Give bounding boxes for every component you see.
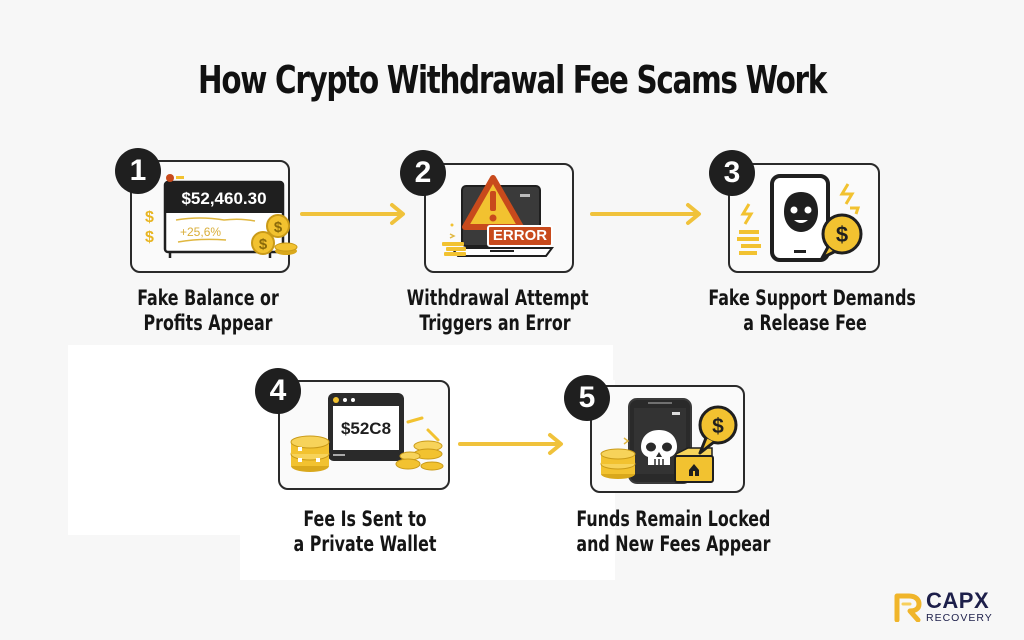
step-5-label: Funds Remain Locked and New Fees Appear <box>576 507 771 556</box>
step-2-number-badge: 2 <box>400 150 446 196</box>
balance-value: $52,460.30 <box>181 189 266 208</box>
arrow-right-icon <box>300 203 405 225</box>
step-3-number-badge: 3 <box>709 150 755 196</box>
dollar-sign-icon: $$ <box>145 209 154 246</box>
arrow-right-icon <box>590 203 701 225</box>
logo-subtitle: RECOVERY <box>926 612 993 624</box>
coin-stack-icon <box>290 435 330 472</box>
step-4-number-badge: 4 <box>255 368 301 414</box>
error-badge: ERROR <box>487 225 553 247</box>
profit-change: +25,6% <box>180 225 221 239</box>
step-2-label: Withdrawal Attempt Triggers an Error <box>406 286 589 335</box>
logo-name: CAPX <box>926 588 990 613</box>
monitor-icon: $52,460.30 +25,6% <box>163 174 285 258</box>
support-face-icon <box>784 192 818 232</box>
coin-stack-icon <box>600 437 636 479</box>
skull-icon <box>641 430 677 465</box>
svg-text:$: $ <box>259 236 268 253</box>
dollar-speech-bubble-icon: $ <box>820 213 863 260</box>
capx-r-logo-icon <box>894 593 922 622</box>
coin-stack-icon: $ $ <box>251 214 298 255</box>
lightning-icon <box>737 203 761 255</box>
page-title: How Crypto Withdrawal Fee Scams Work <box>198 58 827 102</box>
warning-icon <box>462 175 524 230</box>
svg-text:$: $ <box>712 415 724 438</box>
coin-stack-icon <box>442 223 466 256</box>
svg-text:$: $ <box>274 219 283 236</box>
step-1-label: Fake Balance or Profits Appear <box>137 286 279 335</box>
capx-recovery-logo: CAPX RECOVERY <box>894 590 993 624</box>
monitor-icon: $52C8 <box>328 393 404 461</box>
dollar-speech-bubble-icon: $ <box>698 405 738 455</box>
step-3-label: Fake Support Demands a Release Fee <box>708 286 916 335</box>
coin-stack-icon <box>395 416 444 471</box>
step-4-label: Fee Is Sent to a Private Wallet <box>293 507 437 556</box>
lightning-icon <box>839 183 861 215</box>
step-1-number-badge: 1 <box>115 148 161 194</box>
svg-text:$: $ <box>836 222 848 247</box>
arrow-right-icon <box>458 433 563 455</box>
transfer-value: $52C8 <box>341 419 391 438</box>
step-5-number-badge: 5 <box>564 375 610 421</box>
